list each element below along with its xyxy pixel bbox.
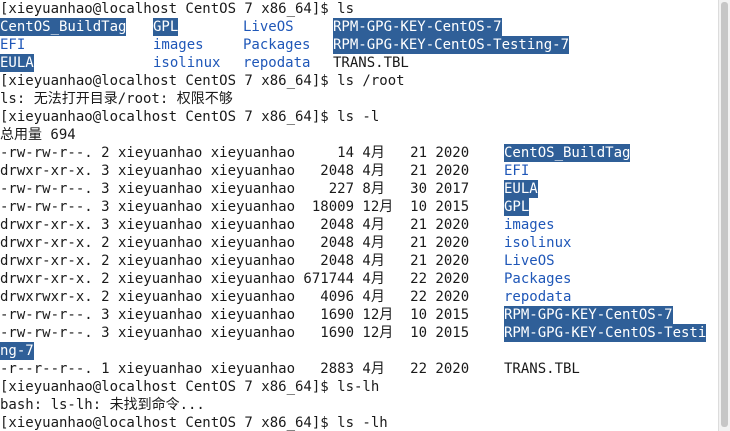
file-name: EFI bbox=[0, 37, 26, 53]
output-text: [xieyuanhao@localhost CentOS 7 x86_64]$ … bbox=[0, 1, 355, 17]
file-name: LiveOS bbox=[243, 19, 294, 35]
file-name: repodata bbox=[504, 289, 572, 305]
file-name: CentOS_BuildTag bbox=[0, 18, 127, 36]
file-name: LiveOS bbox=[504, 253, 555, 269]
file-name: isolinux bbox=[153, 55, 221, 71]
file-name: RPM-GPG-KEY-CentOS-Testi bbox=[504, 324, 707, 342]
output-text: drwxr-xr-x. 2 xieyuanhao xieyuanhao 2048… bbox=[0, 235, 478, 251]
output-text: -rw-rw-r--. 3 xieyuanhao xieyuanhao 1690… bbox=[0, 325, 478, 341]
file-name: EFI bbox=[504, 163, 530, 179]
file-name: RPM-GPG-KEY-CentOS-7 bbox=[333, 18, 502, 36]
scrollbar-thumb[interactable] bbox=[721, 2, 728, 427]
output-text: bash: ls-lh: 未找到命令... bbox=[0, 397, 205, 413]
output-text: -rw-rw-r--. 3 xieyuanhao xieyuanhao 227 … bbox=[0, 181, 478, 197]
output-text: [xieyuanhao@localhost CentOS 7 x86_64]$ … bbox=[0, 73, 405, 89]
file-name: EULA bbox=[504, 180, 538, 198]
output-text: drwxr-xr-x. 3 xieyuanhao xieyuanhao 2048… bbox=[0, 217, 478, 233]
file-name: Packages bbox=[504, 271, 572, 287]
file-name: GPL bbox=[153, 18, 179, 36]
output-text: -rw-rw-r--. 2 xieyuanhao xieyuanhao 14 4… bbox=[0, 145, 478, 161]
file-name: repodata bbox=[243, 55, 311, 71]
output-text: [xieyuanhao@localhost CentOS 7 x86_64]$ … bbox=[0, 379, 380, 395]
output-text: -rw-rw-r--. 3 xieyuanhao xieyuanhao 1800… bbox=[0, 199, 478, 215]
output-text: drwxr-xr-x. 3 xieyuanhao xieyuanhao 2048… bbox=[0, 163, 478, 179]
file-name: ng-7 bbox=[0, 342, 34, 360]
output-text: -r--r--r--. 1 xieyuanhao xieyuanhao 2883… bbox=[0, 361, 478, 377]
output-text: 总用量 694 bbox=[0, 127, 76, 143]
file-name: images bbox=[153, 37, 204, 53]
file-name: CentOS_BuildTag bbox=[504, 144, 631, 162]
output-text: ls: 无法打开目录/root: 权限不够 bbox=[0, 91, 233, 107]
output-text: drwxr-xr-x. 2 xieyuanhao xieyuanhao 2048… bbox=[0, 253, 478, 269]
file-name: RPM-GPG-KEY-CentOS-7 bbox=[504, 306, 673, 324]
output-text: [xieyuanhao@localhost CentOS 7 x86_64]$ … bbox=[0, 415, 388, 431]
output-text: -rw-rw-r--. 3 xieyuanhao xieyuanhao 1690… bbox=[0, 307, 478, 323]
file-name: Packages bbox=[243, 37, 311, 53]
file-name: RPM-GPG-KEY-CentOS-Testing-7 bbox=[333, 36, 570, 54]
file-name: EULA bbox=[0, 54, 34, 72]
output-text: drwxrwxr-x. 2 xieyuanhao xieyuanhao 4096… bbox=[0, 289, 478, 305]
output-text: drwxr-xr-x. 2 xieyuanhao xieyuanhao 6717… bbox=[0, 271, 478, 287]
vertical-scrollbar[interactable] bbox=[718, 0, 730, 431]
output-text: [xieyuanhao@localhost CentOS 7 x86_64]$ … bbox=[0, 109, 380, 125]
file-name: GPL bbox=[504, 198, 530, 216]
file-name: images bbox=[504, 217, 555, 233]
output-text: TRANS.TBL bbox=[504, 361, 580, 377]
output-text: TRANS.TBL bbox=[333, 55, 409, 71]
file-name: isolinux bbox=[504, 235, 572, 251]
